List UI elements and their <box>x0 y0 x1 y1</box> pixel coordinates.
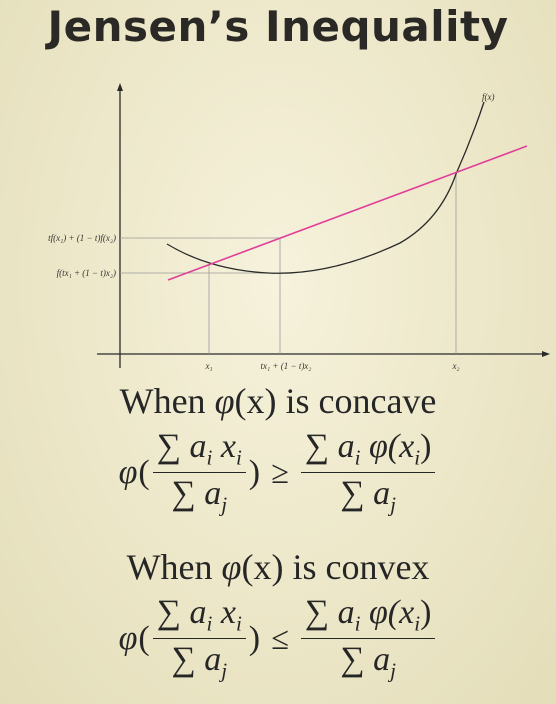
y-label-upper: tf(x₁) + (1 − t)f(x₂) <box>48 233 116 243</box>
numerator: ∑ ai φ(xi) <box>300 428 436 474</box>
var-a: a <box>204 641 222 679</box>
close-paren: ) <box>248 619 261 657</box>
concave-suffix: is concave <box>285 381 437 421</box>
var-a: a <box>189 594 207 631</box>
phi-of: φ( <box>368 594 400 631</box>
sum-symbol: ∑ <box>156 428 181 465</box>
denominator: ∑ aj <box>167 639 231 683</box>
sub-i: i <box>235 611 242 636</box>
sum-symbol: ∑ <box>156 594 181 631</box>
sum-symbol: ∑ <box>171 475 196 513</box>
phi-symbol: φ <box>118 453 138 491</box>
convex-suffix: is convex <box>292 547 430 587</box>
var-x: x <box>220 428 236 465</box>
secant-chord <box>167 145 528 281</box>
concave-phi: φ <box>214 381 235 421</box>
y-label-lower: f(tx₁ + (1 − t)x₂) <box>57 268 116 278</box>
x-label-mid: tx₁ + (1 − t)x₂ <box>261 361 312 371</box>
relation-symbol: ≥ <box>271 454 289 491</box>
numerator: ∑ ai φ(xi) <box>300 594 436 640</box>
phi-symbol: φ <box>118 619 138 657</box>
denominator: ∑ aj <box>336 473 400 517</box>
var-a: a <box>373 475 391 513</box>
sum-symbol: ∑ <box>340 475 365 513</box>
sub-i: i <box>206 445 213 470</box>
sum-symbol: ∑ <box>304 594 330 631</box>
sub-i: i <box>206 611 213 636</box>
sum-symbol: ∑ <box>304 428 330 465</box>
open-paren: ( <box>138 619 150 657</box>
weighted-mean-fraction: ∑ ai xi ∑ aj <box>152 428 246 518</box>
numerator: ∑ ai xi <box>152 594 246 640</box>
var-x: x <box>399 594 415 631</box>
weighted-mean-fraction: ∑ ai xi ∑ aj <box>152 594 246 684</box>
sub-j: j <box>221 658 228 683</box>
sub-j: j <box>221 492 228 517</box>
curve-label: f(x) <box>482 92 495 102</box>
denominator: ∑ aj <box>336 639 400 683</box>
concave-arg: (x) <box>234 381 277 421</box>
sub-i: i <box>414 445 421 470</box>
page-title: Jensen’s Inequality <box>47 2 509 51</box>
mean-of-phi-fraction: ∑ ai φ(xi) ∑ aj <box>300 428 436 518</box>
denominator: ∑ aj <box>167 473 231 517</box>
mean-of-phi-fraction: ∑ ai φ(xi) ∑ aj <box>300 594 436 684</box>
sub-i: i <box>354 445 361 470</box>
x-axis-arrow <box>542 351 550 357</box>
convex-arg: (x) <box>241 547 284 587</box>
sub-j: j <box>390 492 396 517</box>
var-x: x <box>220 594 236 631</box>
x-label-x2: x₂ <box>451 361 459 371</box>
numerator: ∑ ai xi <box>152 428 246 474</box>
sub-i: i <box>235 445 242 470</box>
convex-phi: φ <box>221 547 242 587</box>
concave-condition: When φ(x) is concave <box>0 380 556 422</box>
var-a: a <box>337 428 355 465</box>
convex-condition: When φ(x) is convex <box>0 546 556 588</box>
function-curve <box>166 101 485 274</box>
concave-when: When <box>119 381 206 421</box>
sum-symbol: ∑ <box>171 641 196 679</box>
y-axis-arrow <box>117 83 123 91</box>
phi-close: ) <box>420 594 432 631</box>
phi-of: φ( <box>368 428 400 465</box>
sub-i: i <box>354 611 361 636</box>
close-paren: ) <box>248 453 261 491</box>
convex-when: When <box>126 547 213 587</box>
jensen-diagram: f(x) tf(x₁) + (1 − t)f(x₂) f(tx₁ + (1 − … <box>48 83 550 371</box>
x-label-x1: x₁ <box>204 361 212 371</box>
var-a: a <box>373 641 391 679</box>
open-paren: ( <box>138 453 150 491</box>
var-a: a <box>204 475 222 513</box>
var-x: x <box>399 428 415 465</box>
sum-symbol: ∑ <box>340 641 365 679</box>
var-a: a <box>337 594 355 631</box>
convex-inequality: φ ( ∑ ai xi ∑ aj ) ≤ ∑ ai φ(xi) ∑ aj <box>0 594 556 684</box>
relation-symbol: ≤ <box>271 620 289 657</box>
sub-j: j <box>390 658 396 683</box>
phi-close: ) <box>420 428 432 465</box>
concave-inequality: φ ( ∑ ai xi ∑ aj ) ≥ ∑ ai φ(xi) ∑ aj <box>0 428 556 518</box>
sub-i: i <box>414 611 421 636</box>
var-a: a <box>189 428 207 465</box>
